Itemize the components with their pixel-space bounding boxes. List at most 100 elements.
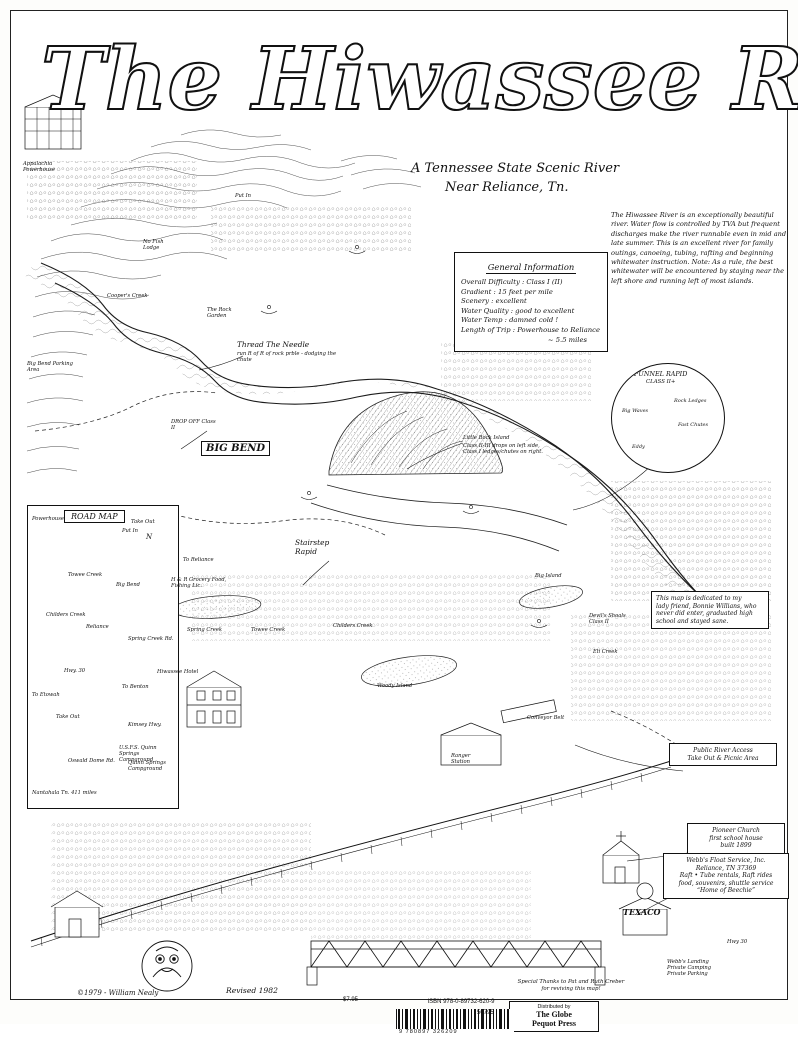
- map-label-big-bend: BIG BEND: [201, 441, 271, 456]
- inset-put-in-label: Put In: [122, 528, 138, 534]
- callout-dedication: This map is dedicated to my lady friend,…: [651, 591, 769, 630]
- copyright-line: ©1979 - William Nealy: [77, 989, 159, 997]
- callout-webbs-float-service: Webb's Float Service, Inc. Reliance, TN …: [663, 853, 789, 899]
- title-lettering: The Hiwassee River: [40, 28, 798, 131]
- webbs-line-2: Raft • Tube rentals, Raft rides: [679, 872, 773, 880]
- isbn-label: ISBN 978-0-89732-620-9: [427, 999, 495, 1005]
- funnel-rapid-inset: FUNNEL RAPID CLASS II+ Big Waves Rock Le…: [611, 363, 725, 473]
- pioneer-church-line-1: first school house: [709, 834, 763, 842]
- map-label-usfs: U.S.F.S. Quinn Springs Campground: [119, 745, 157, 764]
- info-label-3: Water Quality :: [461, 306, 513, 315]
- callout-webb-landing: Webb's Landing Private Camping Private P…: [667, 959, 759, 978]
- publisher-box: Distributed by The Globe Pequot Press: [509, 1001, 599, 1032]
- info-value-1: 15 feet per mile: [498, 287, 553, 296]
- pioneer-church-line-2: built 1899: [720, 842, 752, 850]
- info-label-1: Gradient :: [461, 287, 496, 296]
- pioneer-church-line-0: Pioneer Church: [712, 827, 760, 834]
- inset-label-2: Childers Creek: [46, 612, 86, 618]
- webbs-line-3: food, souvenirs, shuttle service: [678, 879, 774, 887]
- inset-label-11: Quinn Springs Campground: [128, 760, 166, 773]
- callout-pioneer-church: Pioneer Church first school house built …: [687, 823, 785, 854]
- inset-label-6: To Etowah: [32, 692, 60, 698]
- map-label-take-out: Take Out: [131, 519, 155, 525]
- map-label-to-reliance: To Reliance: [183, 557, 214, 563]
- compass-icon: N: [146, 533, 153, 541]
- map-label-texaco: TEXACO: [623, 907, 661, 917]
- barcode-bars: [396, 1009, 509, 1029]
- info-footnote: ~ 5.5 miles: [547, 335, 587, 344]
- info-label-0: Overall Difficulty :: [461, 278, 525, 286]
- map-label-thread-the-needle: Thread The Needle: [237, 340, 310, 349]
- barcode-addon-number: 50795: [477, 1010, 494, 1016]
- map-label-hwy-30: Hwy 30: [727, 939, 748, 945]
- info-label-2: Scenery :: [461, 297, 494, 306]
- map-label-put-in: Put In: [235, 193, 251, 199]
- info-value-2: excellent: [495, 297, 527, 306]
- map-label-drop-off: DROP OFF Class II: [171, 419, 216, 432]
- map-label-rock-garden: The Rock Garden: [207, 307, 232, 320]
- inset-label-7: To Benton: [122, 684, 149, 690]
- dedication-line-3: school and stayed sane.: [656, 617, 729, 625]
- map-label-powerhouse: Appalachia Powerhouse: [23, 161, 55, 174]
- webb-landing-line-0: Webb's Landing: [667, 959, 709, 965]
- webbs-line-1: Reliance, TN 37369: [695, 864, 757, 872]
- inset-label-5: Hwy. 30: [64, 668, 86, 674]
- map-linework: [19, 94, 771, 992]
- inset-label-1: Towee Creek: [68, 572, 103, 578]
- map-label-hr-grocery: H & R Grocery Food, Fishing Lic.: [171, 577, 227, 590]
- info-value-5: Powerhouse to Reliance: [517, 325, 600, 334]
- map-label-spring-creek: Spring Creek: [187, 627, 223, 633]
- subtitle-line-1: A Tennessee State Scenic River: [411, 161, 620, 176]
- map-label-big-island: Big Island: [535, 573, 562, 579]
- inset-label-13: Nantahala Tn. 411 miles: [32, 790, 97, 796]
- inset-label-10: Oswald Dome Rd.: [68, 758, 115, 764]
- dedication-line-2: never did enter, graduated high: [656, 610, 753, 618]
- map-label-stairstep: Stairstep Rapid: [295, 538, 330, 556]
- title-text: The Hiwassee River: [41, 29, 798, 130]
- webb-landing-line-2: Private Parking: [667, 971, 708, 978]
- barcode-bottom-number: 9 780897 326209: [399, 1029, 458, 1035]
- map-label-no-fish-lodge: No Fish Lodge: [143, 239, 164, 252]
- info-label-5: Length of Trip :: [461, 325, 516, 334]
- info-value-0: Class I (II): [526, 278, 563, 286]
- inset-label-0: Powerhouse: [32, 516, 64, 522]
- map-label-conveyor: Conveyor Belt: [527, 715, 565, 721]
- info-value-4: damned cold !: [509, 316, 559, 325]
- public-access-line-0: Public River Access: [693, 747, 753, 754]
- map-label-devils-shoals: Devil's Shoals Class II: [589, 613, 626, 626]
- inset-label-8: Take Out: [56, 714, 80, 720]
- intro-paragraph-block: The Hiwassee River is an exceptionally b…: [611, 211, 789, 286]
- map-label-eli-creek: Eli Creek: [593, 649, 618, 655]
- poster-frame: The Hiwassee River A Tennessee State Sce…: [10, 10, 798, 1035]
- page-title: The Hiwassee River: [33, 27, 798, 137]
- inset-label-9: Kimsey Hwy.: [128, 722, 162, 728]
- road-map-inset: ROAD MAP Put In Powerhouse Big Bend Towe…: [27, 505, 179, 809]
- map-label-woody-island: Woody Island: [377, 683, 413, 689]
- info-label-4: Water Temp :: [461, 316, 507, 325]
- revised-line: Revised 1982: [226, 986, 278, 995]
- publisher-distributed-by: Distributed by: [537, 1004, 571, 1010]
- webb-landing-line-1: Private Camping: [667, 965, 712, 972]
- general-information-box: General Information Overall Difficulty :…: [454, 252, 608, 353]
- dedication-line-1: lady friend, Bonnie Willians, who: [656, 602, 757, 610]
- funnel-note-3: Eddy: [632, 444, 645, 450]
- funnel-note-0: Big Waves: [622, 408, 649, 414]
- price-label: $7.95: [343, 997, 359, 1003]
- funnel-rapid-title: FUNNEL RAPID: [634, 370, 688, 378]
- map-label-towee-creek: Towee Creek: [251, 627, 286, 633]
- map-label-coopers-creek: Cooper's Creek: [107, 293, 148, 299]
- map-label-hiwassee-hotel: Hiwassee Hotel: [157, 669, 199, 675]
- inset-label-4: Spring Creek Rd.: [128, 636, 174, 642]
- public-access-line-1: Take Out & Picnic Area: [687, 754, 759, 762]
- funnel-note-2: Fast Chutes: [678, 422, 709, 428]
- map-label-little-rock-island-note: Class II-III drops on left side, Class I…: [463, 443, 543, 456]
- subtitle-line-2: Near Reliance, Tn.: [445, 180, 569, 195]
- map-label-big-bend-parking: Big Bend Parking Area: [27, 361, 73, 374]
- road-map-title: ROAD MAP: [64, 510, 125, 523]
- info-value-3: good to excellent: [515, 306, 575, 315]
- map-label-childers-creek: Childers Creek: [333, 623, 373, 629]
- funnel-note-1: Rock Ledges: [674, 398, 707, 404]
- intro-paragraph: The Hiwassee River is an exceptionally b…: [611, 211, 787, 285]
- funnel-rapid-class: CLASS II+: [646, 379, 676, 385]
- webbs-line-0: Webb's Float Service, Inc.: [686, 857, 766, 864]
